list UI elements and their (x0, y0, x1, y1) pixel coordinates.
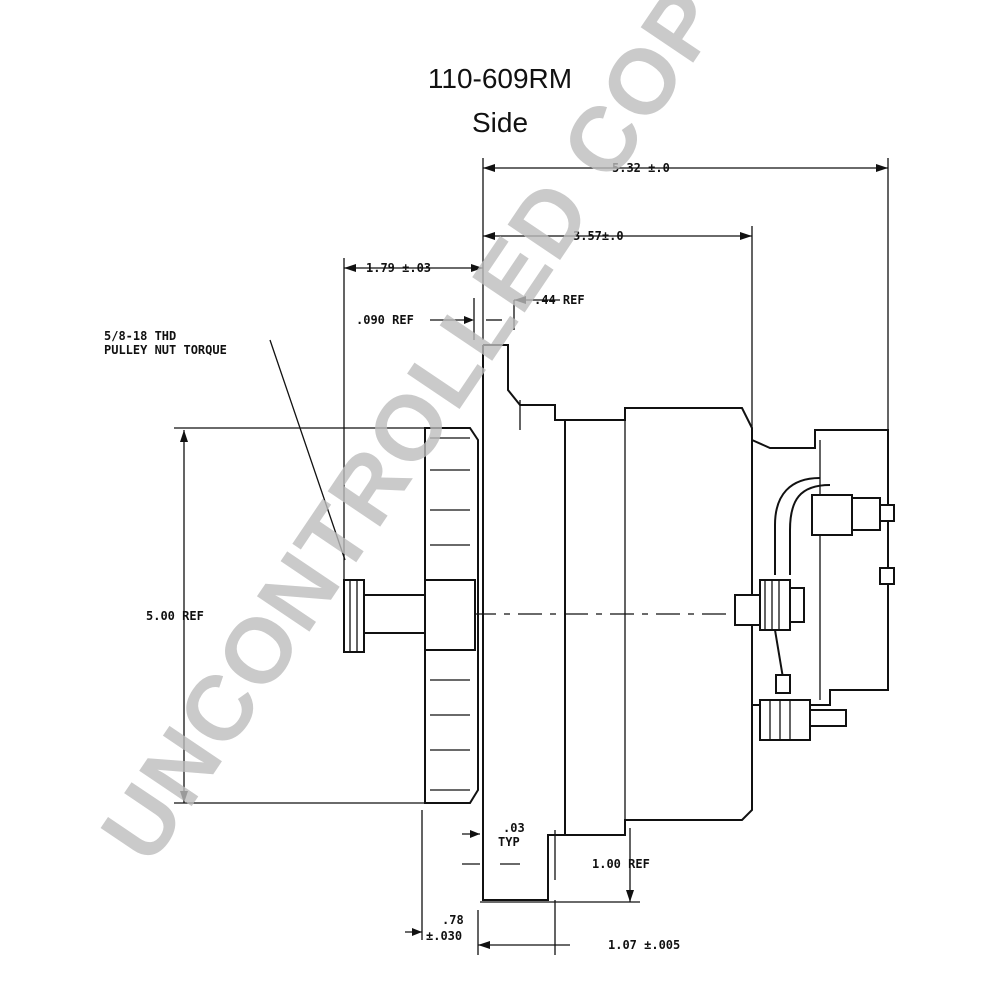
dim-030: ±.030 (426, 929, 462, 943)
thread-note-line1: 5/8-18 THD (104, 329, 176, 343)
dim-typ-label: TYP (498, 835, 520, 849)
part-number-title: 110-609RM (427, 63, 573, 94)
thread-note-line2: PULLEY NUT TORQUE (104, 343, 227, 357)
dim-78: .78 (442, 913, 464, 927)
dim-ref-44: .44 REF (534, 293, 585, 307)
dim-107: 1.07 ±.005 (608, 938, 680, 952)
dimension-labels: 5.32 ±.0 3.57±.0 1.79 ±.03 .090 REF .44 … (104, 161, 680, 952)
dim-height-ref: 5.00 REF (146, 609, 204, 623)
dim-pulley-offset: 1.79 ±.03 (366, 261, 431, 275)
dim-ref-090: .090 REF (356, 313, 414, 327)
alternator-body (380, 344, 895, 901)
dim-overall-length: 5.32 ±.0 (612, 161, 670, 175)
dim-ref-100: 1.00 REF (592, 857, 650, 871)
dim-typ-03: .03 (503, 821, 525, 835)
view-title: Side (471, 107, 529, 138)
dimension-lines (174, 158, 889, 955)
fan-and-pulley (343, 427, 479, 804)
dim-body-length: 3.57±.0 (573, 229, 624, 243)
